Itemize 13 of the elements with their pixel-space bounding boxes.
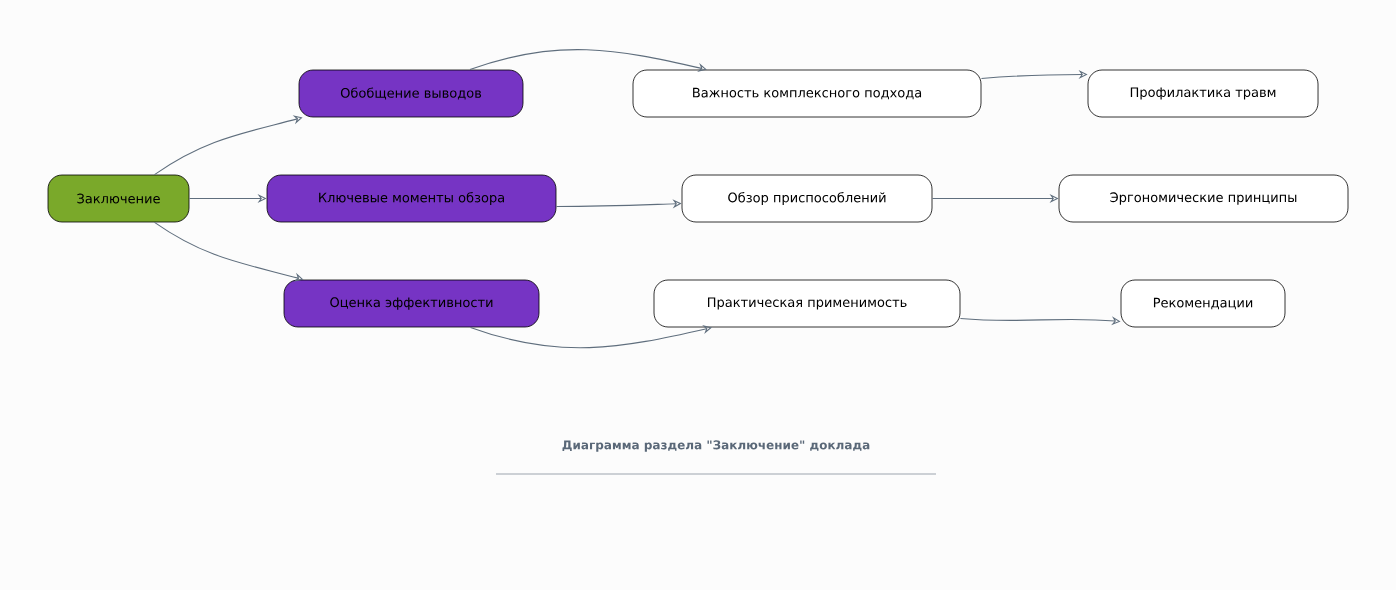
topic-box: Оценка эффективности bbox=[283, 279, 540, 328]
topic-box: Ключевые моменты обзора bbox=[266, 174, 557, 223]
caption: Диаграмма раздела "Заключение" доклада bbox=[562, 440, 870, 452]
arrow bbox=[469, 325, 712, 349]
root-box: Заключение bbox=[47, 174, 190, 223]
subtopic-box: Профилактика травм bbox=[1087, 69, 1319, 118]
subtopic-box: Важность комплексного подхода bbox=[632, 69, 982, 118]
arrow bbox=[469, 49, 707, 72]
subtopic-box: Обзор приспособлений bbox=[681, 174, 933, 223]
subtopic-box: Эргономические принципы bbox=[1058, 174, 1349, 223]
topic-box: Обобщение выводов bbox=[298, 69, 524, 118]
subtopic-box: Практическая применимость bbox=[653, 279, 961, 328]
subtopic-box: Рекомендации bbox=[1120, 279, 1286, 328]
